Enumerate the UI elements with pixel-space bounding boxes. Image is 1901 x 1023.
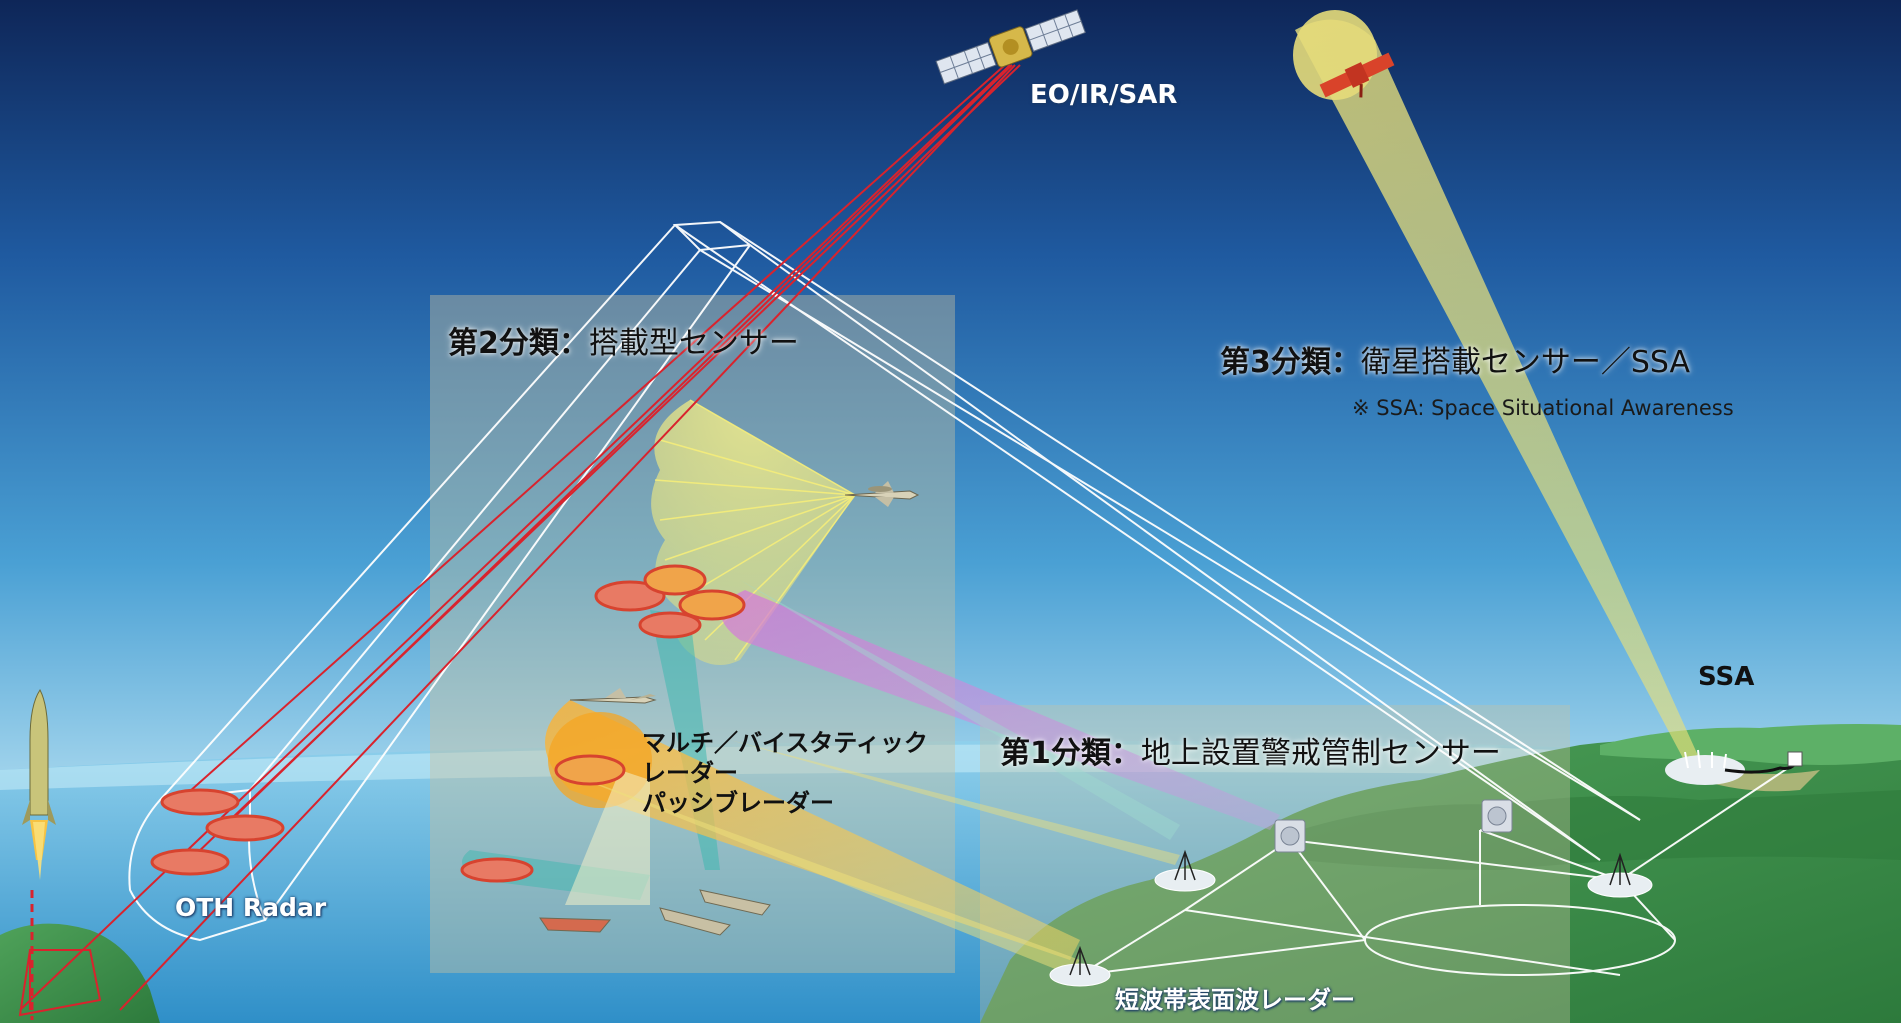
oth-radar-wireframe xyxy=(128,220,1641,942)
ground-radar-network xyxy=(1079,759,1801,976)
orange-beam xyxy=(545,700,1080,960)
category2-colon: ： xyxy=(558,326,589,361)
ssa-footnote: ※ SSA: Space Situational Awareness xyxy=(1352,396,1734,420)
hf-surface-wave-radar-label: 短波帯表面波レーダー xyxy=(1115,986,1355,1014)
radar-dish-stations xyxy=(1274,799,1513,853)
naval-ships xyxy=(539,889,771,936)
oth-radar-label: OTH Radar xyxy=(175,893,327,922)
category3-desc: 衛星搭載センサー／SSA xyxy=(1360,345,1691,380)
land-left xyxy=(0,923,160,1023)
category1-desc: 地上設置警戒管制センサー xyxy=(1140,736,1501,771)
multistatic-line3: パッシブレーダー xyxy=(642,789,834,817)
aew-aircraft xyxy=(844,481,920,507)
ssa-beam xyxy=(1295,19,1700,763)
satellite-sensor-label: EO/IR/SAR xyxy=(1030,80,1178,110)
hf-antenna-stations xyxy=(1049,849,1653,987)
category3-title: 第3分類 xyxy=(1220,345,1331,380)
category3-heading: 第3分類：衛星搭載センサー／SSA xyxy=(1220,337,1690,381)
category1-colon: ： xyxy=(1110,736,1141,771)
sea-horizon-haze xyxy=(0,744,1901,790)
multistatic-line2: レーダー xyxy=(642,759,738,787)
yellow-beam-low xyxy=(560,770,1080,975)
satellite-links xyxy=(18,64,1021,1017)
teal-beam-3 xyxy=(740,580,1180,840)
eo-ir-sar-satellite xyxy=(935,9,1086,85)
fighter-aircraft xyxy=(569,688,657,704)
category1-title: 第1分類 xyxy=(1000,736,1111,771)
land-ridge xyxy=(1300,790,1901,870)
ballistic-missile xyxy=(22,689,56,880)
category1-heading: 第1分類：地上設置警戒管制センサー xyxy=(1000,728,1501,772)
category2-title: 第2分類 xyxy=(448,326,559,361)
ssa-ground-station xyxy=(1665,749,1803,785)
tracked-vessels xyxy=(150,564,746,883)
light-beam xyxy=(565,770,650,905)
magenta-beam xyxy=(721,590,1280,830)
multistatic-line1: マルチ／バイスタティック xyxy=(642,729,928,757)
yellow-beam-mid xyxy=(730,740,1180,865)
category2-desc: 搭載型センサー xyxy=(588,326,799,361)
red-satellite xyxy=(1319,52,1395,98)
category3-colon: ： xyxy=(1330,345,1361,380)
category2-heading: 第2分類：搭載型センサー xyxy=(448,318,799,362)
multistatic-radar-label: マルチ／バイスタティック レーダー パッシブレーダー xyxy=(642,728,928,818)
ssa-station-label: SSA xyxy=(1698,662,1755,692)
